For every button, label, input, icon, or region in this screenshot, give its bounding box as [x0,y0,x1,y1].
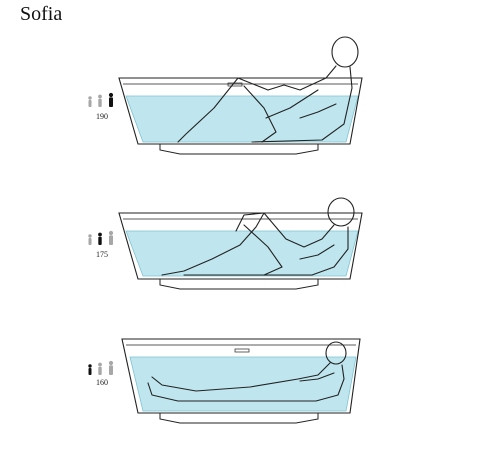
person-icon-small [88,234,92,245]
person-icon-large [108,92,114,107]
person-icon-medium [98,362,102,375]
bathtub-illustration [118,197,363,290]
person-icon-large [108,230,114,245]
water-area [125,230,359,277]
bathtub-illustration [121,338,361,424]
height-label: 190 [96,112,108,121]
height-label: 175 [96,250,108,259]
tub-outline [121,338,361,414]
person-icon-small [88,96,92,107]
page-title: Sofia [20,3,63,25]
person-height-icons [88,92,114,107]
height-label: 160 [96,378,108,387]
tub-base [159,143,319,155]
person-icon-medium [98,232,102,245]
person-icon-medium [98,94,102,107]
reclining-figure [177,36,359,143]
drain [227,82,243,87]
water-area [125,95,359,143]
person-height-icons [88,230,114,245]
tub-base [159,412,319,424]
person-icon-large [108,360,114,375]
drain [234,348,250,353]
person-height-icons [88,360,114,375]
tub-base [159,278,319,290]
bathtub-figure-2: 175 [0,175,500,305]
reclining-figure [147,341,347,402]
bathtub-figure-1: 190 [0,30,500,160]
person-icon-small [88,364,92,375]
bathtub-illustration [118,36,363,155]
tub-outline [118,77,363,145]
reclining-figure [161,197,355,276]
water-area [129,356,357,412]
bathtub-figure-3: 160 [0,315,500,445]
tub-outline [118,212,363,280]
